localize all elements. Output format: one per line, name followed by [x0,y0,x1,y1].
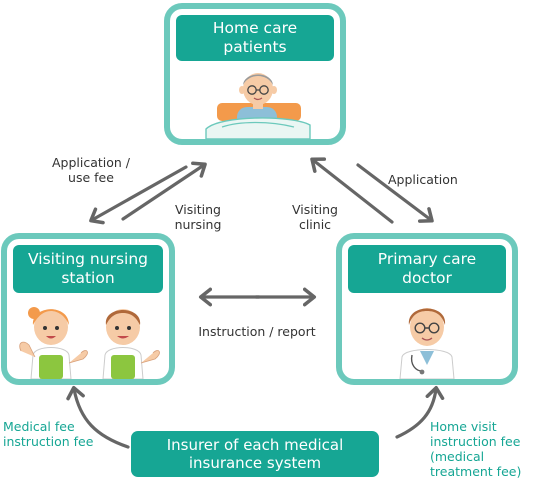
arrow-station-to-home [121,161,207,221]
arrow-home-to-doctor [356,163,434,223]
two-nurses-illustration [7,295,169,379]
arrow-home-to-station [89,165,188,225]
label-application: Application [388,172,458,187]
label-medical-fee-instruction-fee: Medical fee instruction fee [3,419,94,449]
label-application-use-fee: Application / use fee [51,155,131,185]
label-instruction-report: Instruction / report [198,324,316,339]
visiting-nursing-station-title: Visiting nursing station [13,245,163,293]
patient-in-bed-illustration [170,63,340,139]
insurer-box: Insurer of each medical insurance system [131,431,379,477]
home-care-patients-title: Home care patients [176,15,334,61]
label-visiting-nursing: Visiting nursing [174,202,222,232]
home-care-patients-card: Home care patients [164,3,346,145]
visiting-nursing-station-card: Visiting nursing station [1,233,175,385]
arrow-insurer-to-doctor [395,385,445,439]
primary-care-doctor-card: Primary care doctor [336,233,518,385]
label-visiting-clinic: Visiting clinic [292,202,338,232]
label-home-visit-instruction-fee: Home visit instruction fee (medical trea… [430,419,522,479]
doctor-illustration [342,295,512,379]
arrow-doctor-to-home [310,157,394,224]
arrow-insurer-to-station [66,385,130,449]
primary-care-doctor-title: Primary care doctor [348,245,506,293]
